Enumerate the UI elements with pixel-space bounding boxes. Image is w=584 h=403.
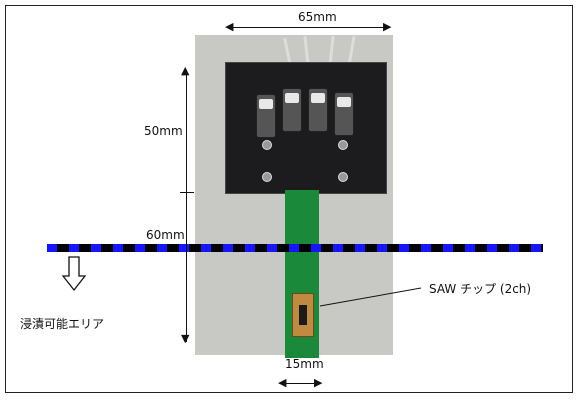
connector-4	[334, 92, 354, 136]
connector-3	[308, 88, 328, 132]
dim-15-arrow-left: ◀	[278, 376, 287, 389]
width-top-label: 65mm	[298, 10, 337, 24]
screw	[262, 172, 272, 182]
dim-50-arrow-top: ▲	[181, 64, 190, 77]
down-arrow-icon	[61, 256, 87, 292]
dim-15-line	[283, 383, 321, 384]
height-box-label: 50mm	[144, 124, 183, 138]
width-bottom-label: 15mm	[285, 357, 324, 371]
screw	[338, 140, 348, 150]
dim-65-arrow-right: ▶	[383, 20, 392, 33]
immersion-area-label: 浸漬可能エリア	[20, 317, 105, 331]
immersion-line	[47, 244, 543, 252]
connector-2	[282, 88, 302, 132]
saw-chip-core	[299, 305, 307, 325]
dim-60-arrow-bottom: ▼	[181, 332, 190, 345]
dim-65-line	[230, 27, 390, 28]
screw	[262, 140, 272, 150]
dim-60-line	[186, 192, 187, 342]
dim-50-line	[186, 70, 187, 192]
saw-chip-label: SAW チップ (2ch)	[429, 282, 532, 296]
connector-1	[256, 94, 276, 138]
dim-15-arrow-right: ▶	[314, 376, 323, 389]
dim-65-arrow-left: ◀	[225, 20, 234, 33]
callout-line	[316, 286, 426, 310]
sensor-enclosure	[225, 62, 387, 194]
screw	[338, 172, 348, 182]
height-board-label: 60mm	[146, 228, 185, 242]
dim-divider	[180, 192, 194, 193]
